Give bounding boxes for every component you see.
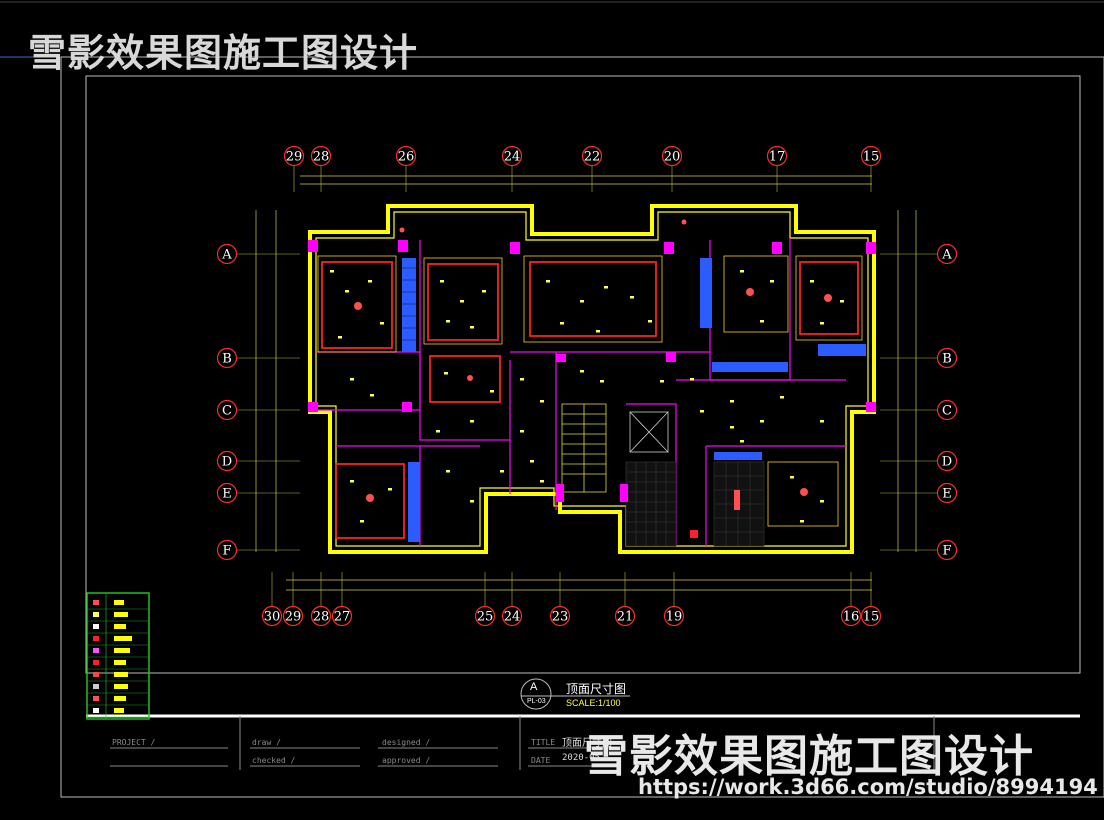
svg-text:C: C xyxy=(942,404,952,419)
svg-text:29: 29 xyxy=(285,610,302,625)
title-block-project: PROJECT / xyxy=(112,738,156,747)
axis-bottom-28: 28 xyxy=(310,605,332,627)
svg-text:E: E xyxy=(222,487,232,502)
axis-top-22: 22 xyxy=(581,145,603,167)
drawing-title: 顶面尺寸图 xyxy=(566,682,627,696)
axis-bottom-29: 29 xyxy=(282,605,304,627)
svg-text:16: 16 xyxy=(843,610,860,625)
title-block-date-value: 2020-05 xyxy=(562,753,600,763)
axis-top-17: 17 xyxy=(766,145,788,167)
axis-right-B: B xyxy=(936,347,958,369)
drawing-callout xyxy=(520,678,630,710)
axis-bottom-24: 24 xyxy=(501,605,523,627)
axis-left-D: D xyxy=(216,450,238,472)
svg-text:27: 27 xyxy=(334,610,351,625)
title-block-title-label: TITLE xyxy=(531,738,556,747)
watermark-bottom: 雪影效果图施工图设计 xyxy=(584,731,1034,782)
axis-top-26: 26 xyxy=(395,145,417,167)
axis-bottom-25: 25 xyxy=(474,605,496,627)
axis-top-24: 24 xyxy=(501,145,523,167)
axis-top-15: 15 xyxy=(860,145,882,167)
axis-bottom-27: 27 xyxy=(331,605,353,627)
axis-right-C: C xyxy=(936,399,958,421)
axis-bottom-19: 19 xyxy=(663,605,685,627)
axis-right-A: A xyxy=(936,243,958,265)
svg-text:B: B xyxy=(942,352,952,367)
axis-left-B: B xyxy=(216,347,238,369)
axis-right-F: F xyxy=(936,539,958,561)
axis-left-F: F xyxy=(216,539,238,561)
watermark-top: 雪影效果图施工图设计 xyxy=(28,31,419,75)
svg-text:22: 22 xyxy=(584,150,601,165)
axis-top-20: 20 xyxy=(661,145,683,167)
axis-left-A: A xyxy=(216,243,238,265)
svg-text:A: A xyxy=(941,248,952,263)
axis-right-D: D xyxy=(936,450,958,472)
svg-text:20: 20 xyxy=(664,150,681,165)
axis-top-28: 28 xyxy=(310,145,332,167)
axis-left-C: C xyxy=(216,399,238,421)
svg-text:25: 25 xyxy=(477,610,494,625)
axis-bottom-21: 21 xyxy=(614,605,636,627)
axis-bottom-16: 16 xyxy=(840,605,862,627)
axis-bottom-15: 15 xyxy=(860,605,882,627)
svg-text:B: B xyxy=(222,352,232,367)
svg-text:24: 24 xyxy=(504,150,521,165)
svg-text:28: 28 xyxy=(313,150,330,165)
exterior-wall xyxy=(308,204,876,554)
svg-text:E: E xyxy=(942,487,952,502)
legend-table xyxy=(86,592,150,720)
axis-bottom-23: 23 xyxy=(549,605,571,627)
axis-left-E: E xyxy=(216,482,238,504)
svg-text:15: 15 xyxy=(863,610,880,625)
svg-text:19: 19 xyxy=(666,610,683,625)
svg-text:D: D xyxy=(942,455,952,470)
svg-text:D: D xyxy=(222,455,232,470)
title-block-checked: checked / xyxy=(252,756,296,765)
inner-frame xyxy=(85,75,1081,674)
axis-top-29: 29 xyxy=(283,145,305,167)
title-block-approved: approved / xyxy=(382,756,431,765)
callout-sheet: PL-03 xyxy=(527,698,546,705)
svg-text:F: F xyxy=(942,544,951,559)
title-block-title-value: 顶面尺寸图 xyxy=(562,738,612,749)
svg-text:28: 28 xyxy=(313,610,330,625)
svg-text:C: C xyxy=(222,404,232,419)
svg-text:15: 15 xyxy=(863,150,880,165)
svg-text:24: 24 xyxy=(504,610,521,625)
floor-plan xyxy=(308,204,876,554)
title-block-date-label: DATE xyxy=(531,756,551,765)
svg-text:17: 17 xyxy=(769,150,786,165)
title-block xyxy=(110,716,935,770)
title-block-draw: draw / xyxy=(252,738,281,747)
svg-text:23: 23 xyxy=(552,610,569,625)
svg-text:29: 29 xyxy=(286,150,303,165)
svg-text:21: 21 xyxy=(617,610,634,625)
title-block-designed: designed / xyxy=(382,738,431,747)
svg-text:26: 26 xyxy=(398,150,415,165)
svg-text:A: A xyxy=(221,248,232,263)
watermark-url: https://work.3d66.com/studio/8994194 xyxy=(638,775,1098,799)
drawing-scale: SCALE:1/100 xyxy=(566,698,621,708)
outer-frame xyxy=(60,56,1104,798)
axis-right-E: E xyxy=(936,482,958,504)
axis-bottom-30: 30 xyxy=(261,605,283,627)
callout-letter: A xyxy=(530,681,538,693)
svg-text:30: 30 xyxy=(264,610,281,625)
svg-text:F: F xyxy=(222,544,231,559)
